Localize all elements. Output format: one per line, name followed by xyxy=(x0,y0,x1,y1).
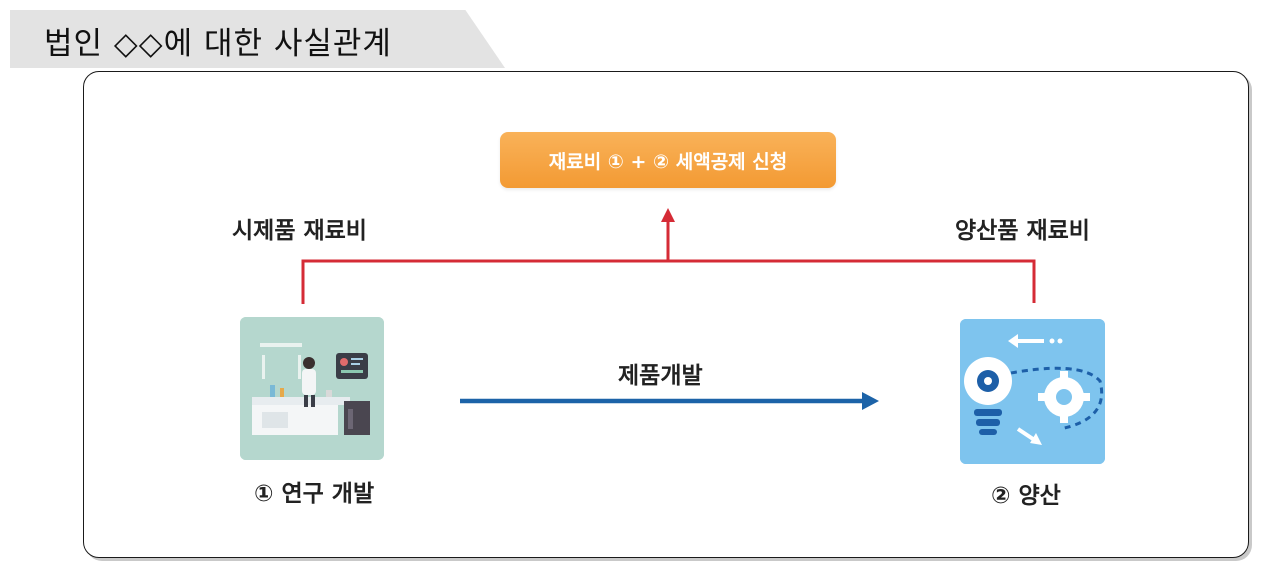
cost-connector-line xyxy=(301,259,1036,304)
apply-tax-credit-box: 재료비 ① + ② 세액공제 신청 xyxy=(500,132,836,188)
rnd-node-label: ① 연구 개발 xyxy=(254,481,375,507)
page-title: 법인 ◇◇에 대한 사실관계 xyxy=(44,26,392,62)
laboratory-icon xyxy=(240,317,384,460)
product-development-label: 제품개발 xyxy=(618,363,703,389)
flow-arrow-icon xyxy=(862,392,879,410)
up-arrow-icon xyxy=(661,208,675,222)
prototype-cost-label: 시제품 재료비 xyxy=(232,218,367,244)
mass-production-cost-label: 양산품 재료비 xyxy=(955,218,1090,244)
title-tab xyxy=(10,10,505,68)
production-gear-icon xyxy=(960,319,1105,464)
mass-production-node-label: ② 양산 xyxy=(991,483,1061,509)
